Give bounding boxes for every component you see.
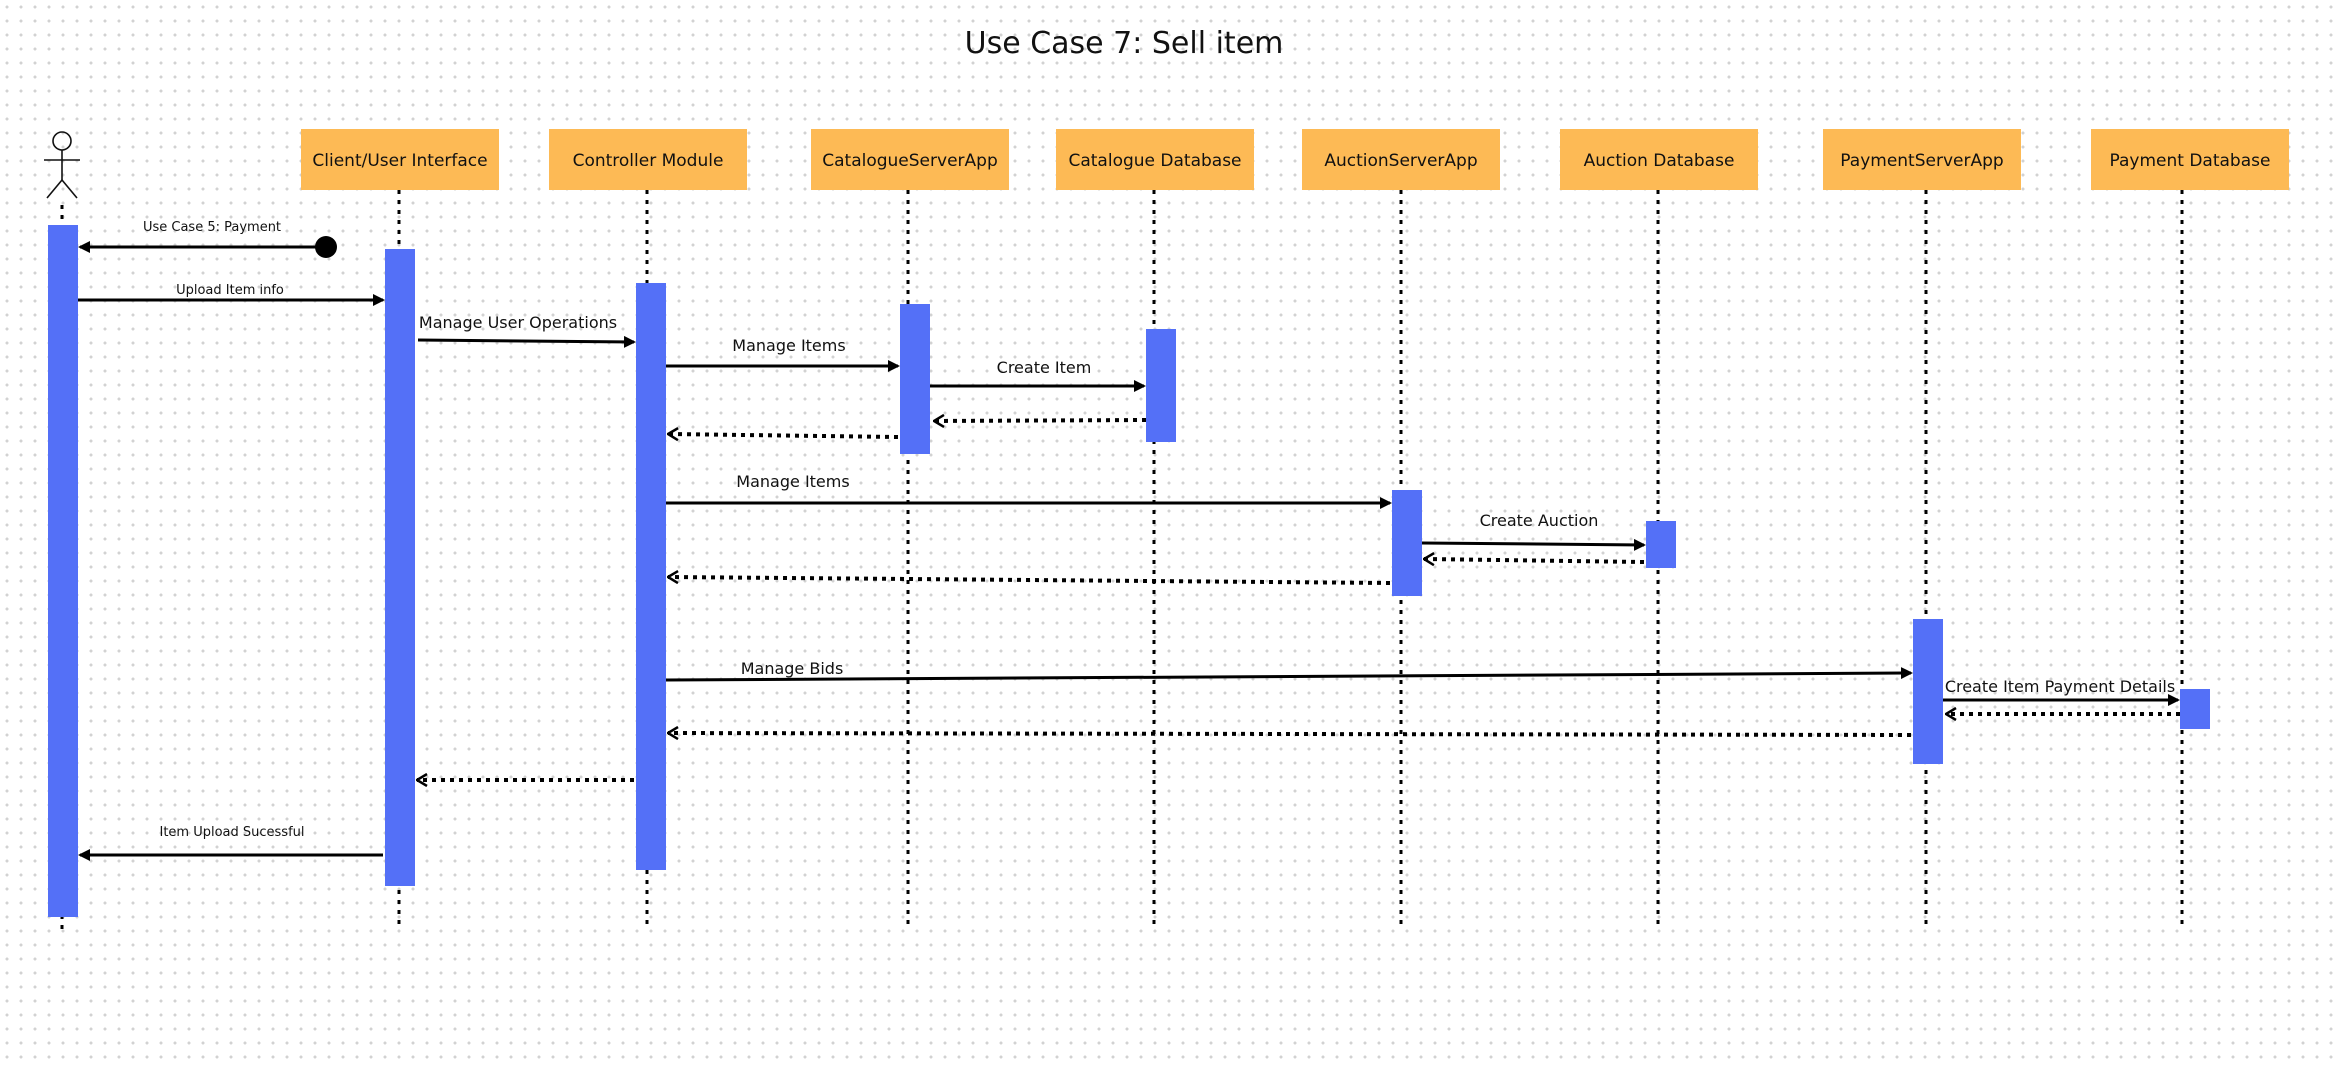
activation-bar-controller (636, 283, 666, 870)
message-manage-items-catalogue: Manage Items (666, 336, 900, 372)
message-return-auction-server (668, 577, 1391, 585)
participant-controller[interactable]: Controller Module (549, 129, 747, 190)
activation-bar-payment-db (2180, 689, 2210, 729)
participant-label: Payment Database (2110, 151, 2271, 171)
participant-label: PaymentServerApp (1840, 151, 2003, 171)
participant-client[interactable]: Client/User Interface (301, 129, 499, 190)
message-label: Upload Item info (176, 283, 284, 298)
message-manage-user-operations: Manage User Operations (417, 313, 636, 348)
activation-bar-actor (48, 225, 78, 917)
message-create-item: Create Item (930, 358, 1146, 392)
message-create-auction: Create Auction (1421, 511, 1646, 551)
activation-bar-auction-server (1392, 490, 1422, 596)
message-label: Manage Items (736, 472, 849, 491)
participant-auction-db[interactable]: Auction Database (1560, 129, 1758, 190)
message-upload-item-info: Upload Item info (78, 283, 385, 306)
participant-label: AuctionServerApp (1324, 151, 1477, 171)
message-label: Use Case 5: Payment (143, 220, 281, 235)
message-manage-bids: Manage Bids (665, 659, 1913, 682)
message-return-catalogue-db (934, 420, 1147, 421)
participant-label: Catalogue Database (1068, 151, 1241, 171)
message-found-payment: Use Case 5: Payment (78, 220, 337, 258)
activation-bar-catalogue-server (900, 304, 930, 454)
activation-bar-payment-server (1913, 619, 1943, 764)
participant-label: Controller Module (573, 151, 724, 171)
participant-payment-server[interactable]: PaymentServerApp (1823, 129, 2021, 190)
message-label: Create Item (997, 358, 1092, 377)
message-label: Create Auction (1480, 511, 1599, 530)
activation-bar-client (385, 249, 415, 886)
message-label: Item Upload Sucessful (159, 825, 304, 840)
participant-payment-db[interactable]: Payment Database (2091, 129, 2289, 190)
message-label: Create Item Payment Details (1945, 677, 2175, 696)
message-label: Manage Items (732, 336, 845, 355)
participant-label: Client/User Interface (312, 151, 487, 171)
participant-catalogue-server[interactable]: CatalogueServerApp (811, 129, 1009, 190)
participant-catalogue-db[interactable]: Catalogue Database (1056, 129, 1254, 190)
participant-auction-server[interactable]: AuctionServerApp (1302, 129, 1500, 190)
message-create-item-payment-details: Create Item Payment Details (1943, 677, 2180, 706)
activation-bar-auction-db (1646, 521, 1676, 568)
message-return-auction-db (1424, 559, 1645, 562)
message-return-catalogue-server (668, 434, 899, 437)
message-manage-items-auction: Manage Items (666, 472, 1392, 509)
message-label: Manage User Operations (419, 313, 617, 332)
message-return-payment-server (668, 733, 1912, 735)
activation-bar-catalogue-db (1146, 329, 1176, 442)
diagram-title: Use Case 7: Sell item (965, 26, 1284, 61)
stick-figure-actor-icon (44, 131, 80, 199)
message-item-upload-successful: Item Upload Sucessful (78, 825, 383, 861)
message-label: Manage Bids (741, 659, 844, 678)
participant-label: Auction Database (1584, 151, 1735, 171)
participant-label: CatalogueServerApp (822, 151, 997, 171)
